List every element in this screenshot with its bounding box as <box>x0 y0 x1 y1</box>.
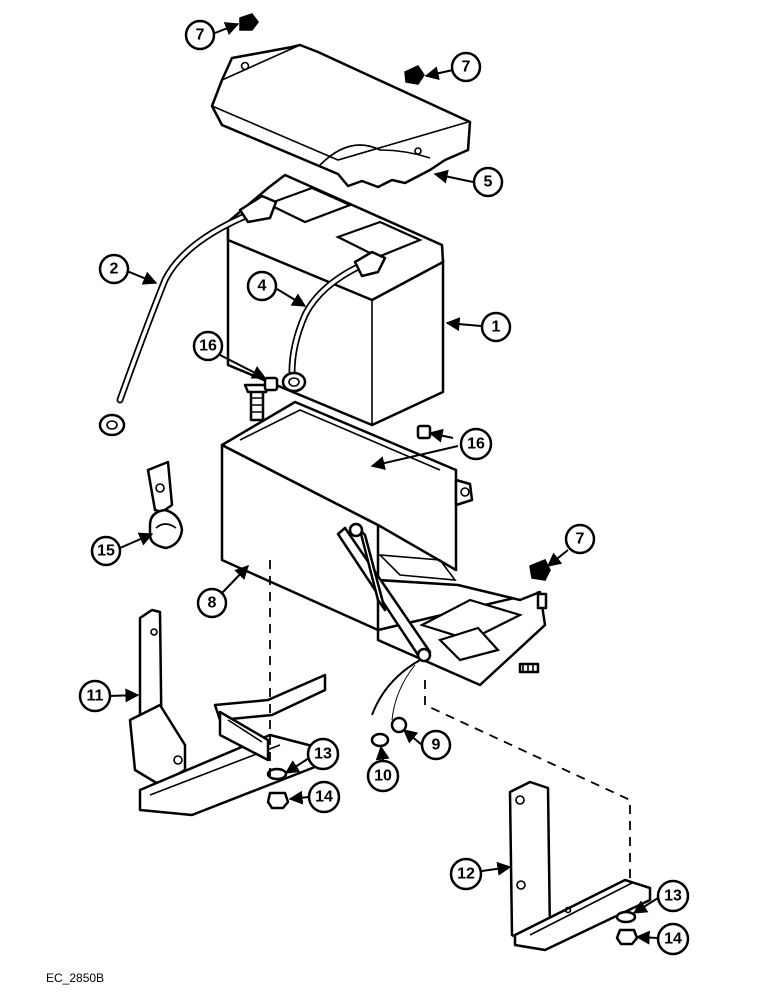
callout-9: 9 <box>420 729 452 761</box>
mounting-bracket-left <box>128 608 327 817</box>
battery <box>226 173 445 427</box>
callout-15: 15 <box>90 535 122 567</box>
nut-washer-right <box>615 910 639 946</box>
callout-4: 4 <box>246 270 278 302</box>
battery-cable-short <box>281 250 387 393</box>
battery-tray <box>220 400 548 687</box>
cable-clip <box>146 460 184 550</box>
svg-text:5: 5 <box>484 174 493 191</box>
callout-10: 10 <box>366 759 400 793</box>
svg-text:10: 10 <box>374 768 392 785</box>
clip-nut-tray <box>529 559 551 581</box>
callout-5: 5 <box>472 166 504 198</box>
svg-text:14: 14 <box>315 789 333 806</box>
callout-7-tray: 7 <box>564 523 596 555</box>
callout-16-left: 16 <box>192 330 224 362</box>
svg-text:13: 13 <box>664 888 682 905</box>
clip-nut-top-left <box>239 13 259 31</box>
mounting-bracket-right <box>508 780 652 952</box>
svg-text:2: 2 <box>110 261 119 278</box>
pin-and-nut <box>370 659 421 748</box>
svg-text:4: 4 <box>258 278 267 295</box>
callout-11: 11 <box>78 679 112 713</box>
svg-text:13: 13 <box>314 746 332 763</box>
battery-cable-long <box>98 194 278 437</box>
callout-7-top-left: 7 <box>184 19 216 51</box>
callout-2: 2 <box>98 253 130 285</box>
bolt-left <box>243 376 279 422</box>
callout-7-top-right: 7 <box>450 51 482 83</box>
svg-text:12: 12 <box>457 866 475 883</box>
callout-1: 1 <box>480 311 512 343</box>
callout-12: 12 <box>449 857 483 891</box>
nut-washer-left <box>266 767 290 810</box>
callout-16-right: 16 <box>459 427 493 461</box>
callout-14-left: 14 <box>307 780 341 814</box>
svg-text:1: 1 <box>492 319 501 336</box>
svg-text:16: 16 <box>467 436 485 453</box>
leader-lines <box>107 22 659 945</box>
svg-text:7: 7 <box>462 59 471 76</box>
callout-13-left: 13 <box>306 737 340 771</box>
svg-text:9: 9 <box>432 737 441 754</box>
callout-13-right: 13 <box>656 879 690 913</box>
svg-text:11: 11 <box>87 688 104 705</box>
battery-cover <box>210 43 472 189</box>
clip-nut-top-right <box>404 65 425 85</box>
alignment-line-right <box>424 680 631 885</box>
svg-text:7: 7 <box>196 27 205 44</box>
svg-text:16: 16 <box>199 338 217 355</box>
svg-text:14: 14 <box>664 931 682 948</box>
svg-text:8: 8 <box>208 595 217 612</box>
callout-14-right: 14 <box>656 922 690 956</box>
drawing-code: EC_2850B <box>46 971 104 985</box>
svg-text:15: 15 <box>97 543 115 560</box>
callout-8: 8 <box>196 587 228 619</box>
svg-text:7: 7 <box>576 531 585 548</box>
